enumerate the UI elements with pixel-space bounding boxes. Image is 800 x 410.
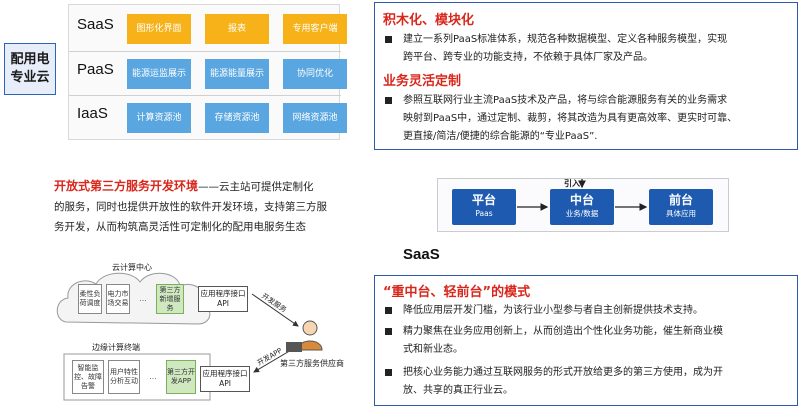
paragraph-text: 务开发，从而构筑高灵活性可定制化的配用电服务生态 bbox=[54, 221, 306, 233]
tier-cell: 协同优化 bbox=[283, 59, 347, 89]
tier-paas: PaaS 能源运监展示 能源能量展示 协同优化 bbox=[69, 51, 347, 95]
bullet-text: 放、共享的真正行业云。 bbox=[403, 385, 513, 396]
bullet-item: 建立一系列PaaS标准体系，规范各种数据模型、定义各种服务模型，实现 跨平台、跨… bbox=[385, 31, 791, 67]
flow-box-middle: 中台 业务/数据 bbox=[550, 189, 614, 225]
bullet-text: 映射到PaaS中，通过定制、裁剪，将其改造为具有更高效率、更实时可靠、 bbox=[403, 113, 738, 124]
flow-box-title: 中台 bbox=[569, 193, 594, 207]
tier-cell: 能源能量展示 bbox=[205, 59, 269, 89]
bullet-text: 把核心业务能力通过互联网服务的形式开放给更多的第三方使用，成为开 bbox=[403, 367, 723, 378]
tier-iaas: IaaS 计算资源池 存储资源池 网络资源池 bbox=[69, 95, 347, 139]
edge-item: … bbox=[149, 372, 157, 381]
laptop-icon bbox=[286, 342, 302, 352]
edge-item-third-party: 第三方开发APP bbox=[166, 360, 196, 394]
bullet-text: 跨平台、跨专业的功能支持，不依赖于具体厂家及产品。 bbox=[403, 52, 653, 63]
tier-cell: 存储资源池 bbox=[205, 103, 269, 133]
flow-box-platform: 平台 Paas bbox=[452, 189, 516, 225]
bullet-text: 精力聚焦在业务应用创新上，从而创造出个性化业务功能，催生新商业模 bbox=[403, 326, 723, 337]
paragraph-heading: 开放式第三方服务开发环境 bbox=[54, 179, 199, 193]
edge-terminal-label: 边缘计算终端 bbox=[92, 343, 140, 352]
bullet-item: 参照互联网行业主流PaaS技术及产品，将与综合能源服务有关的业务需求 映射到Pa… bbox=[385, 92, 791, 146]
cloud-item-third-party: 第三方新增服务 bbox=[156, 284, 184, 314]
panel-heading: 积木化、模块化 bbox=[383, 13, 475, 28]
bullet-item: 把核心业务能力通过互联网服务的形式开放给更多的第三方使用，成为开 放、共享的真正… bbox=[385, 364, 791, 400]
tier-cell: 计算资源池 bbox=[127, 103, 191, 133]
flow-box-sub: 业务/数据 bbox=[565, 209, 599, 218]
bullet-text: 降低应用层开发门槛，为该行业小型参与者自主创新提供技术支持。 bbox=[403, 305, 703, 316]
bullet-item: 降低应用层开发门槛，为该行业小型参与者自主创新提供技术支持。 bbox=[385, 302, 791, 320]
bullet-text: 式和新业态。 bbox=[403, 344, 463, 355]
flow-box-sub: Paas bbox=[475, 209, 493, 218]
bullet-text: 建立一系列PaaS标准体系，规范各种数据模型、定义各种服务模型，实现 bbox=[403, 34, 728, 45]
paragraph-text: ——云主站可提供定制化 bbox=[198, 181, 314, 193]
cloud-title-text: 配用电专业云 bbox=[10, 52, 50, 85]
cloud-center-label: 云计算中心 bbox=[112, 263, 152, 272]
architecture-diagram: 云计算中心 柔性负荷调度 电力市场交易 … 第三方新增服务 应用程序接口API … bbox=[52, 262, 372, 408]
middle-platform-panel: “重中台、轻前台”的模式 降低应用层开发门槛，为该行业小型参与者自主创新提供技术… bbox=[374, 275, 798, 406]
tier-label: PaaS bbox=[77, 61, 114, 78]
cloud-item: 柔性负荷调度 bbox=[78, 284, 102, 314]
bullet-square-icon bbox=[385, 307, 392, 314]
flow-arrows bbox=[517, 179, 648, 211]
paragraph-text: 的服务，同时也提供开放性的软件开发环境，支持第三方服 bbox=[54, 201, 327, 213]
saas-label: SaaS bbox=[403, 246, 440, 263]
tier-saas: SaaS 图形化界面 报表 专用客户端 bbox=[69, 7, 347, 51]
flow-box-front: 前台 具体应用 bbox=[649, 189, 713, 225]
modular-panel: 积木化、模块化 建立一系列PaaS标准体系，规范各种数据模型、定义各种服务模型，… bbox=[374, 2, 798, 150]
cloud-item: … bbox=[139, 294, 147, 303]
bullet-text: 参照互联网行业主流PaaS技术及产品，将与综合能源服务有关的业务需求 bbox=[403, 95, 728, 106]
bullet-square-icon bbox=[385, 328, 392, 335]
edge-api-box: 应用程序接口API bbox=[200, 366, 250, 392]
panel-heading: 业务灵活定制 bbox=[383, 74, 462, 89]
cloud-title-box: 配用电专业云 bbox=[4, 43, 56, 95]
bullet-text: 更直接/简洁/便捷的综合能源的“专业PaaS”. bbox=[403, 131, 598, 142]
tier-cell: 能源运监展示 bbox=[127, 59, 191, 89]
tier-cell: 图形化界面 bbox=[127, 14, 191, 44]
cloud-api-box: 应用程序接口API bbox=[198, 286, 248, 312]
bullet-item: 精力聚焦在业务应用创新上，从而创造出个性化业务功能，催生新商业模 式和新业态。 bbox=[385, 323, 791, 359]
platform-tiers: SaaS 图形化界面 报表 专用客户端 PaaS 能源运监展示 能源能量展示 协… bbox=[68, 4, 347, 140]
panel-heading: “重中台、轻前台”的模式 bbox=[383, 285, 531, 300]
tier-cell: 报表 bbox=[205, 14, 269, 44]
bullet-square-icon bbox=[385, 36, 392, 43]
arrow-icon bbox=[251, 293, 299, 327]
open-dev-paragraph: 开放式第三方服务开发环境——云主站可提供定制化 的服务，同时也提供开放性的软件开… bbox=[54, 176, 374, 237]
person-head-icon bbox=[302, 320, 318, 336]
flow-box-title: 前台 bbox=[668, 193, 693, 207]
cloud-item: 电力市场交易 bbox=[106, 284, 130, 314]
tier-label: SaaS bbox=[77, 16, 114, 33]
tier-label: IaaS bbox=[77, 105, 108, 122]
edge-item: 用户特性分析互动 bbox=[108, 360, 140, 394]
flow-box-sub: 具体应用 bbox=[666, 209, 696, 218]
provider-label: 第三方服务供应商 bbox=[280, 359, 344, 368]
inject-label: 引入 bbox=[564, 179, 580, 188]
edge-item: 智能监控、故障告警 bbox=[72, 360, 104, 394]
flow-box-title: 平台 bbox=[471, 193, 496, 207]
bullet-square-icon bbox=[385, 97, 392, 104]
bullet-square-icon bbox=[385, 369, 392, 376]
tier-cell: 专用客户端 bbox=[283, 14, 347, 44]
tier-cell: 网络资源池 bbox=[283, 103, 347, 133]
platform-flow-diagram: 引入 平台 Paas 中台 业务/数据 前台 具体应用 bbox=[437, 178, 729, 232]
